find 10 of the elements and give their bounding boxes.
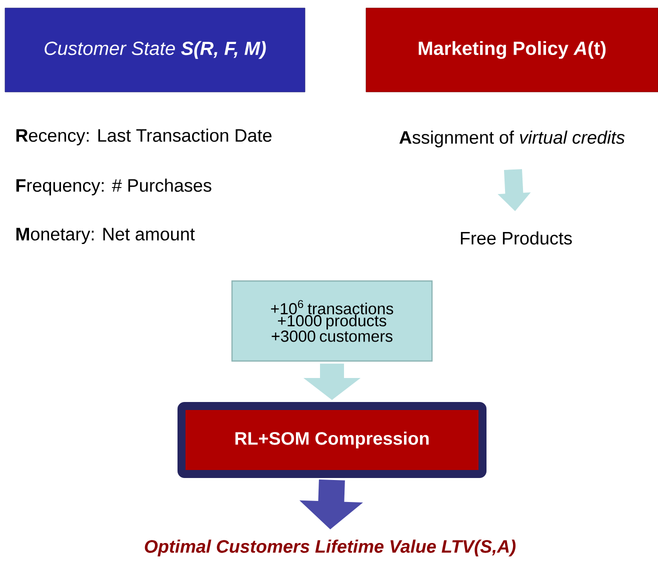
- data-box: +10$^{6}$ transactions +1000 products +3000 customers: [231, 280, 433, 362]
- result-text: Optimal Customers Lifetime Value LTV(S,A): [144, 540, 516, 556]
- text-label: Frequency: # Purchases: [16, 178, 212, 196]
- text-label: Monetary: Net amount: [16, 228, 195, 244]
- process-box: RL+SOM Compression: [178, 402, 486, 478]
- text-label: Assignment of virtual credits: [399, 130, 625, 148]
- title-box: Marketing Policy A(t): [366, 8, 658, 92]
- title-box: Customer State S(R, F, M): [4, 8, 306, 92]
- text-label: Free Products: [460, 231, 572, 245]
- text-label: Recency: Last Transaction Date: [16, 128, 272, 146]
